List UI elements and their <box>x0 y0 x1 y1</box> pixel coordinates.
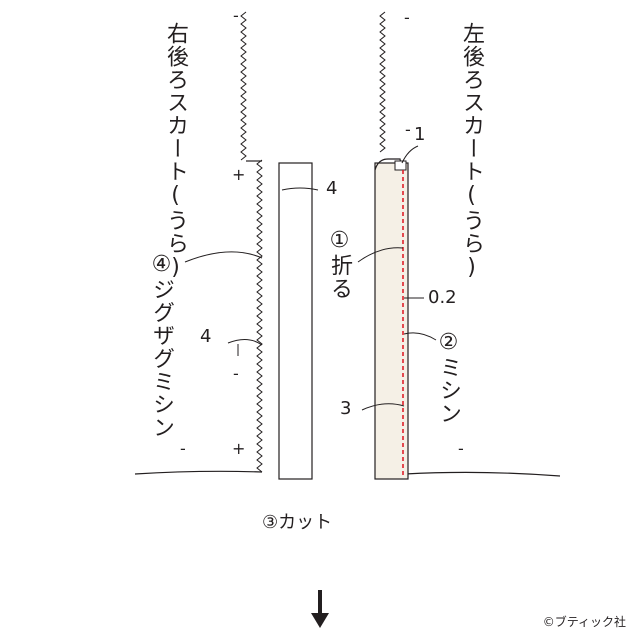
cut-label: ③カット <box>262 512 333 533</box>
left-back-skirt-title: 左後ろスカート(うら) <box>459 22 484 281</box>
fold-top-curve <box>374 158 403 171</box>
copyright: ©ブティック社 <box>542 615 626 629</box>
mark-minus: - <box>458 439 464 458</box>
dim-0-2: 0.2 <box>428 287 457 308</box>
left-hem-line <box>134 470 263 475</box>
fold-tab <box>394 160 407 171</box>
mark-plus: + <box>232 165 246 184</box>
mark-minus: - <box>180 439 186 458</box>
mark-minus: - <box>405 120 411 139</box>
leader-3 <box>361 403 405 411</box>
leader-fold <box>357 247 404 263</box>
zigzag-stitch-label: ④ジグザグミシン <box>149 252 174 439</box>
leader-1 <box>401 145 419 164</box>
left-panel-zigzag-edge <box>240 11 263 473</box>
zigzag-segment <box>256 159 263 473</box>
leader-left-4 <box>184 251 263 263</box>
dim-1: 1 <box>414 124 426 145</box>
zigzag-segment <box>379 11 386 153</box>
mark-minus: - <box>404 8 410 27</box>
right-back-skirt-title: 右後ろスカート(うら) <box>163 22 188 281</box>
mark-minus: - <box>233 6 239 25</box>
dim-strip-4: 4 <box>326 178 338 199</box>
arrow-down-icon <box>311 590 329 628</box>
stitch-label: ②ミシン <box>436 330 461 425</box>
leader-stitch <box>403 332 437 341</box>
leader-zig-4 <box>227 339 263 346</box>
mark-minus: - <box>233 364 239 383</box>
dim-3: 3 <box>340 398 352 419</box>
cut-strip <box>278 162 313 480</box>
fold-label: ①折る <box>327 228 352 300</box>
leader-strip-4 <box>281 187 319 191</box>
mark-plus: + <box>232 439 246 458</box>
right-panel-zigzag-edge <box>379 11 386 153</box>
right-hem-line <box>404 471 561 477</box>
zigzag-segment <box>240 11 247 161</box>
dim-zigzag-4: 4 <box>200 326 212 347</box>
